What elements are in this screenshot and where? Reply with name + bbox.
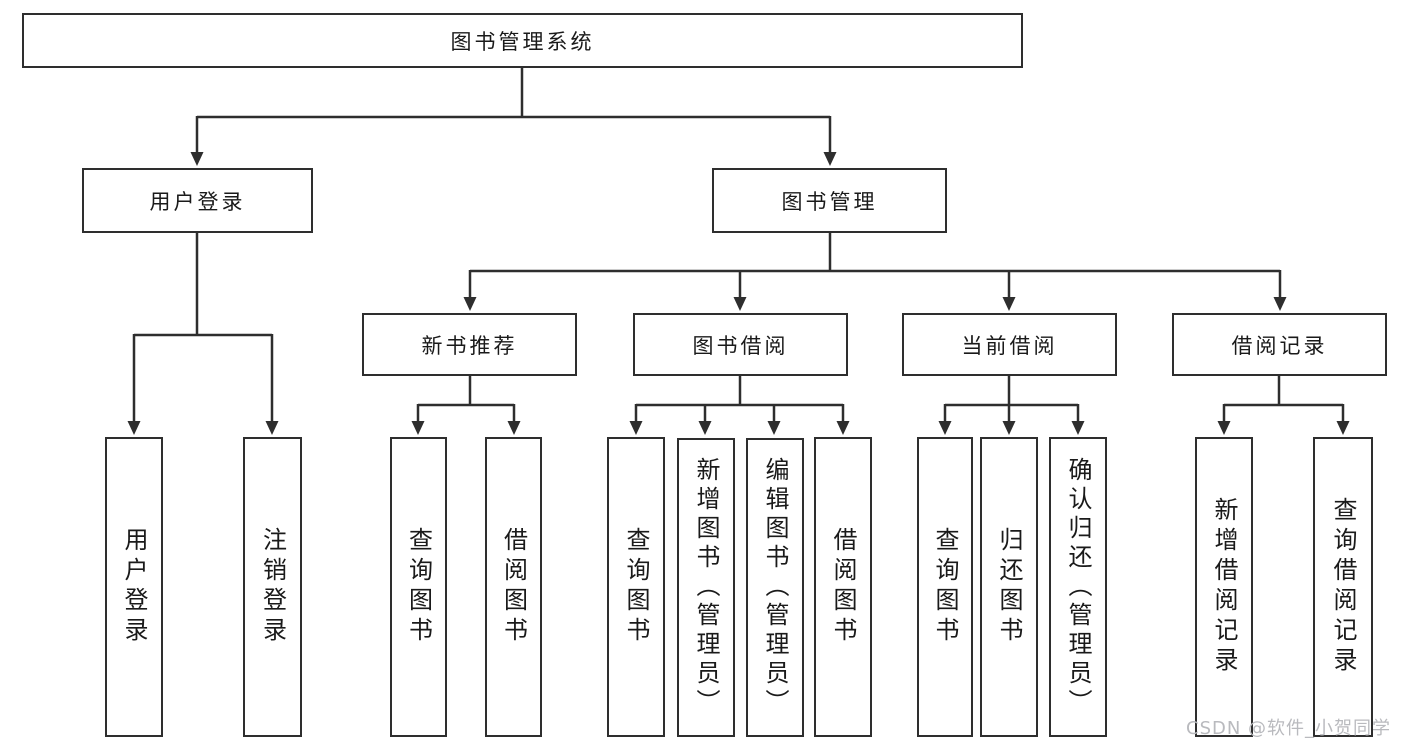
leaf-query-books-current: 查询图书 — [917, 437, 973, 737]
node-book-management: 图书管理 — [712, 168, 947, 233]
node-current-borrow-label: 当前借阅 — [961, 333, 1058, 358]
node-user-login-label: 用户登录 — [149, 189, 246, 214]
leaf-logout-label: 注销登录 — [258, 527, 287, 647]
leaf-confirm-return-admin-label: 确认归还（管理员） — [1064, 456, 1092, 718]
leaf-query-books-borrow: 查询图书 — [607, 437, 665, 737]
leaf-edit-book-admin: 编辑图书（管理员） — [746, 438, 804, 737]
leaf-add-borrow-record-label: 新增借阅记录 — [1210, 497, 1238, 677]
leaf-borrow-books: 借阅图书 — [814, 437, 872, 737]
node-user-login: 用户登录 — [82, 168, 313, 233]
node-borrow-records-label: 借阅记录 — [1231, 333, 1328, 358]
leaf-edit-book-admin-label: 编辑图书（管理员） — [761, 457, 789, 718]
leaf-user-login-label: 用户登录 — [120, 527, 148, 647]
leaf-borrow-books-label: 借阅图书 — [829, 527, 857, 647]
leaf-borrow-books-recommend: 借阅图书 — [485, 437, 542, 737]
csdn-watermark: CSDN @软件_小贺同学 — [1186, 718, 1392, 739]
leaf-confirm-return-admin: 确认归还（管理员） — [1049, 437, 1107, 737]
leaf-query-books-borrow-label: 查询图书 — [622, 527, 650, 647]
leaf-query-borrow-record-label: 查询借阅记录 — [1329, 497, 1357, 677]
leaf-logout: 注销登录 — [243, 437, 302, 737]
node-current-borrow: 当前借阅 — [902, 313, 1117, 376]
leaf-borrow-books-recommend-label: 借阅图书 — [499, 527, 528, 647]
leaf-query-books-current-label: 查询图书 — [931, 527, 959, 647]
node-book-borrow-label: 图书借阅 — [692, 333, 789, 358]
leaf-user-login: 用户登录 — [105, 437, 163, 737]
node-library-management-system: 图书管理系统 — [22, 13, 1023, 68]
node-borrow-records: 借阅记录 — [1172, 313, 1387, 376]
leaf-query-borrow-record: 查询借阅记录 — [1313, 437, 1373, 737]
leaf-query-books-recommend: 查询图书 — [390, 437, 447, 737]
leaf-add-book-admin-label: 新增图书（管理员） — [692, 457, 720, 718]
leaf-return-book: 归还图书 — [980, 437, 1038, 737]
node-new-book-recommend: 新书推荐 — [362, 313, 577, 376]
arrowheads — [127, 152, 1350, 435]
node-book-borrow: 图书借阅 — [633, 313, 848, 376]
node-new-book-recommend-label: 新书推荐 — [421, 333, 518, 358]
leaf-add-book-admin: 新增图书（管理员） — [677, 438, 735, 737]
leaf-return-book-label: 归还图书 — [995, 527, 1023, 647]
leaf-query-books-recommend-label: 查询图书 — [404, 527, 433, 647]
leaf-add-borrow-record: 新增借阅记录 — [1195, 437, 1253, 737]
root-title: 图书管理系统 — [450, 29, 595, 54]
node-book-management-label: 图书管理 — [781, 189, 878, 214]
